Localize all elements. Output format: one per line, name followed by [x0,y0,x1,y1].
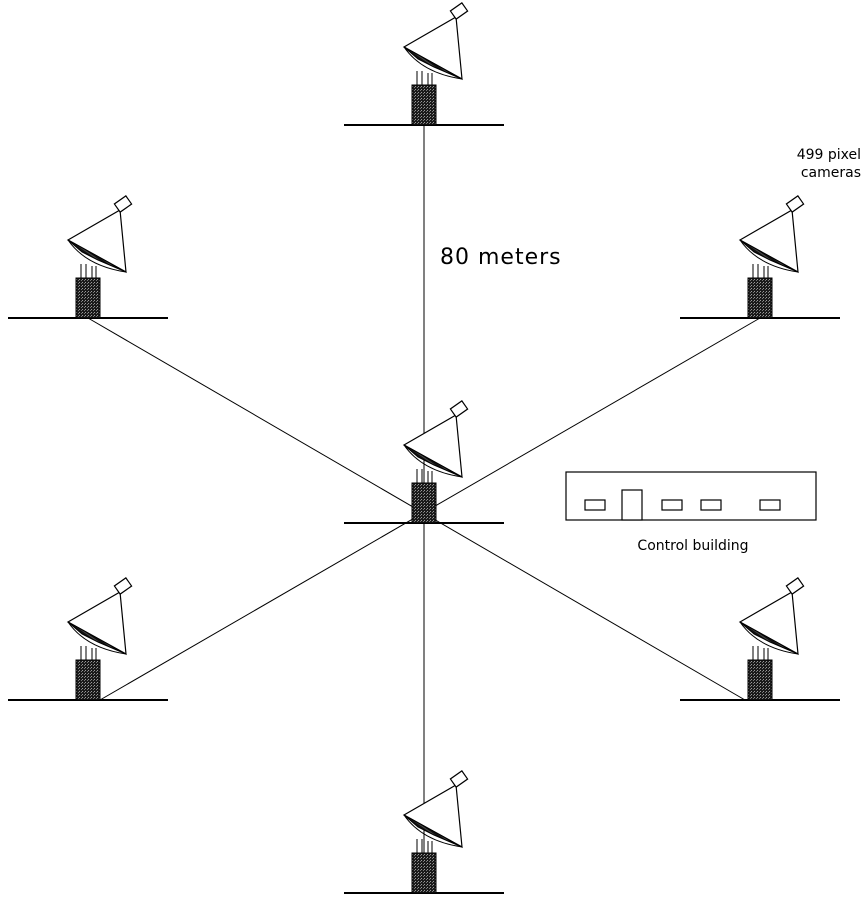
building-window [661,499,683,511]
building-outline [565,471,817,521]
telescope-north-east [679,194,841,319]
camera-label-line1: 499 pixel [797,147,861,163]
camera-label-line2: cameras [801,165,861,181]
building-window [700,499,722,511]
building-window [759,499,781,511]
building-door [621,489,643,521]
telescope-south-east [679,576,841,701]
telescope-north-west [7,194,169,319]
telescope-north [343,1,505,126]
control-building [565,471,817,521]
building-label: Control building [637,538,748,554]
building-window [584,499,606,511]
telescope-south-west [7,576,169,701]
distance-label: 80 meters [440,245,562,270]
